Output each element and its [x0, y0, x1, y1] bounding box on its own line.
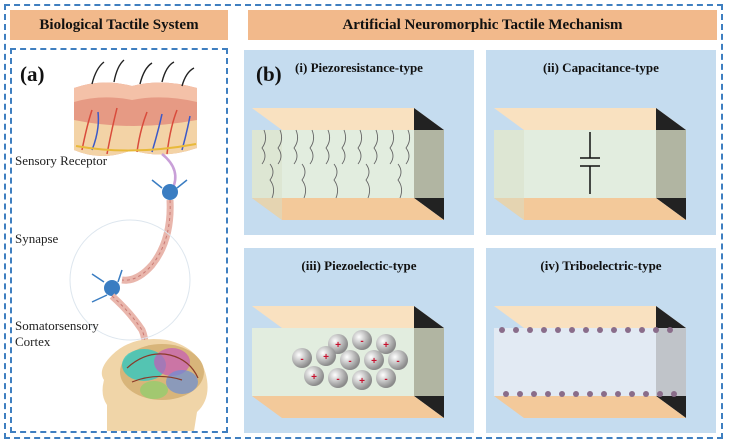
- panel-title-piezoelectric: (iii) Piezoelectic-type: [301, 258, 417, 273]
- svg-text:-: -: [360, 336, 363, 347]
- charge-beads-top: [499, 327, 673, 333]
- skin-block: [74, 82, 197, 156]
- dipole-spheres: [292, 330, 408, 390]
- svg-text:+: +: [383, 340, 389, 351]
- figure-frame: [4, 4, 723, 439]
- capacitor-symbol: [580, 132, 600, 194]
- svg-text:+: +: [371, 356, 377, 367]
- panel-title-capacitance: (ii) Capacitance-type: [543, 60, 659, 75]
- header-biological: Biological Tactile System: [10, 10, 228, 40]
- svg-text:-: -: [336, 374, 339, 385]
- panel-capacitance: (ii) Capacitance-type: [486, 50, 716, 235]
- label-somatosensory-2: Cortex: [15, 334, 51, 349]
- label-a: (a): [20, 62, 45, 86]
- panel-piezoresistance: (i) Piezoresistance-type: [244, 50, 474, 235]
- label-sensory-receptor: Sensory Receptor: [15, 153, 108, 168]
- svg-text:+: +: [335, 340, 341, 351]
- head-brain: [101, 339, 208, 431]
- label-b: (b): [256, 62, 282, 86]
- panel-title-piezoresistance: (i) Piezoresistance-type: [295, 60, 423, 75]
- capacitance-device: [494, 108, 686, 220]
- svg-text:-: -: [396, 356, 399, 367]
- panel-title-triboelectric: (iv) Triboelectric-type: [540, 258, 662, 273]
- biological-panel: (a): [10, 48, 228, 433]
- header-artificial: Artificial Neuromorphic Tactile Mechanis…: [248, 10, 717, 40]
- triboelectric-device: [494, 306, 686, 418]
- svg-text:+: +: [323, 352, 329, 363]
- panel-piezoelectric: (iii) Piezoelectic-type +-+: [244, 248, 474, 433]
- svg-text:-: -: [384, 374, 387, 385]
- piezoresistance-device: [252, 108, 444, 220]
- label-synapse: Synapse: [15, 231, 59, 246]
- svg-text:-: -: [348, 356, 351, 367]
- piezoelectric-device: +-+ -+- +-+ --+: [252, 306, 444, 418]
- artificial-panel: (b) (i) Piezoresistance-type (ii) Capaci…: [240, 48, 723, 437]
- nanowire-strands: [261, 129, 411, 199]
- svg-text:-: -: [300, 354, 303, 365]
- panel-triboelectric: (iv) Triboelectric-type: [486, 248, 716, 433]
- svg-text:+: +: [359, 376, 365, 387]
- charge-beads-bottom: [503, 391, 677, 397]
- label-somatosensory-1: Somatorsensory: [15, 318, 99, 333]
- biology-illustration: [69, 59, 208, 431]
- svg-text:+: +: [311, 372, 317, 383]
- charge-signs: +-+ -+- +-+ --+: [300, 336, 399, 387]
- hair-strands: [91, 59, 195, 87]
